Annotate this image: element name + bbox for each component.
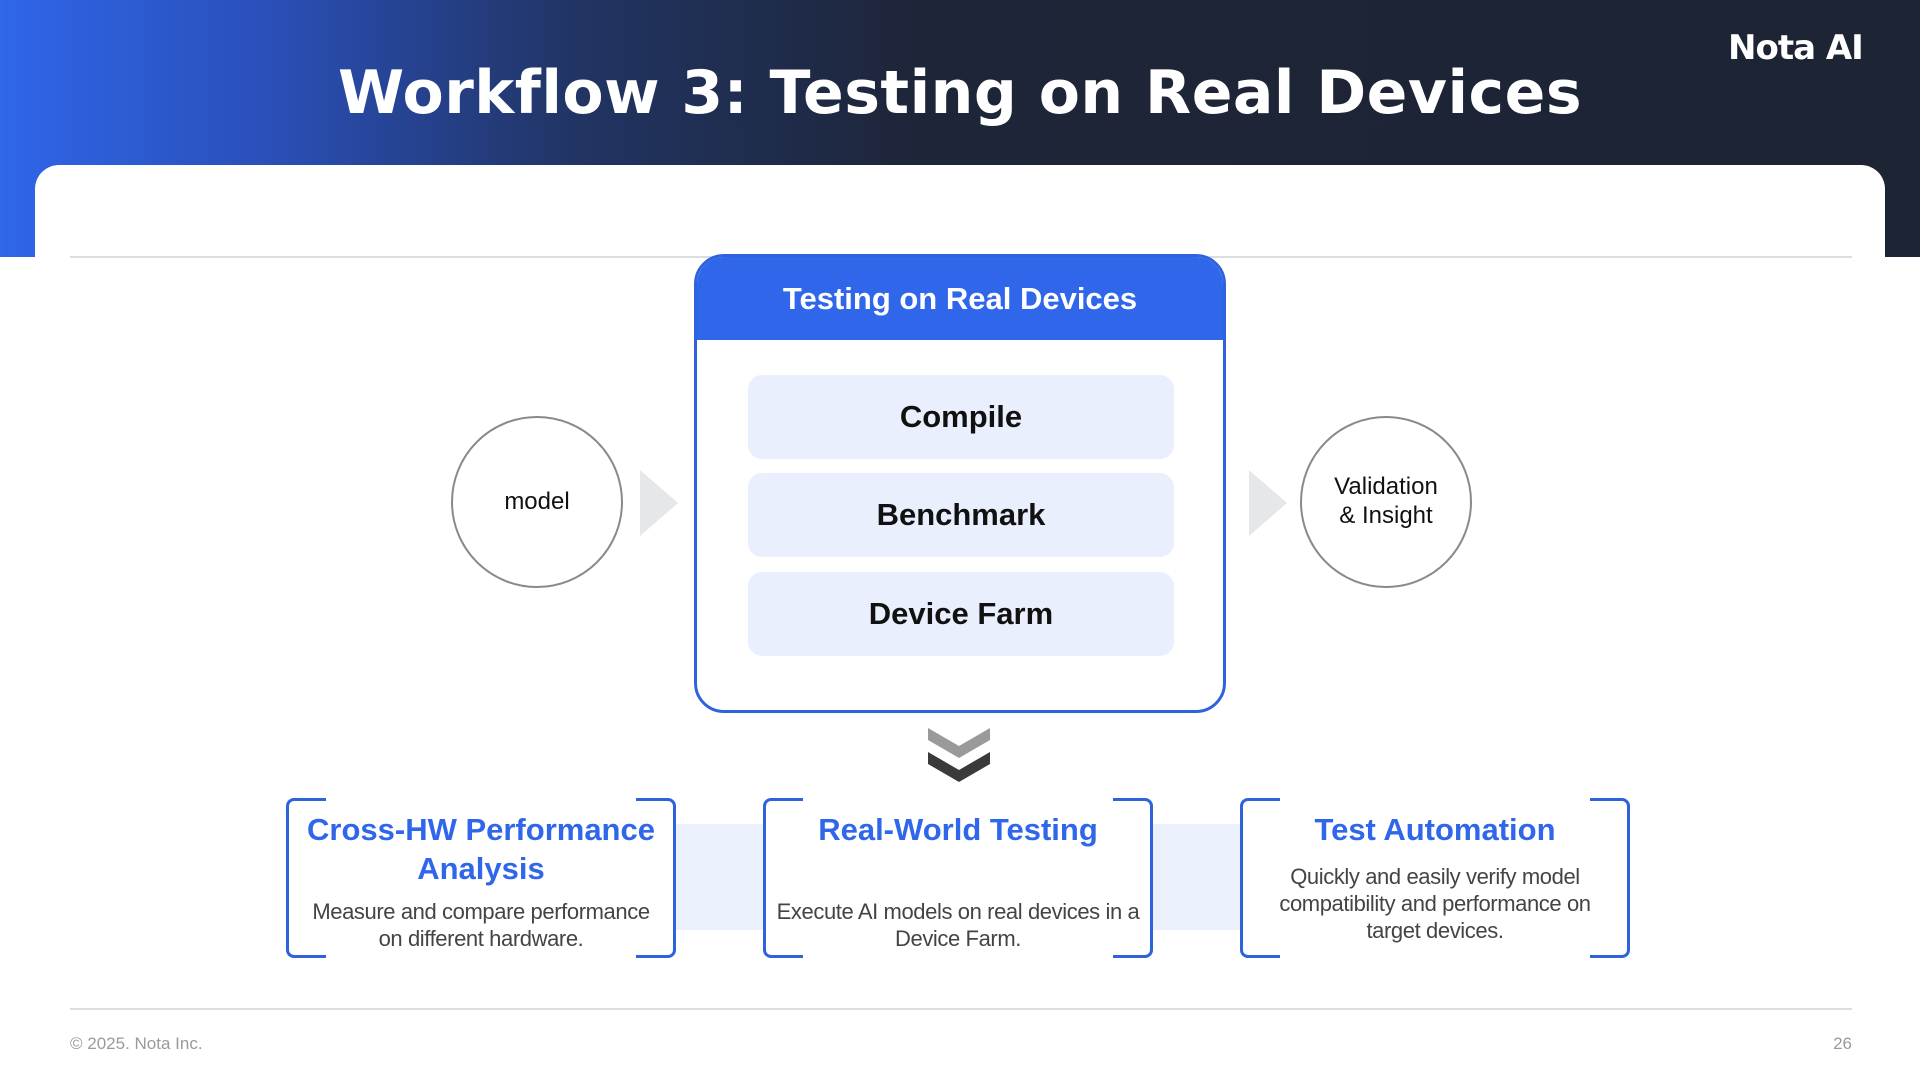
logo-text-ai: AI xyxy=(1815,28,1864,68)
nota-ai-logo: Nota AI xyxy=(1728,28,1864,68)
feature-card-cross-hw: Cross-HW Performance Analysis Measure an… xyxy=(286,798,676,958)
logo-text-nota: Nota xyxy=(1728,28,1816,68)
input-node-model: model xyxy=(451,416,623,588)
left-bracket xyxy=(763,798,803,958)
process-box: Testing on Real Devices Compile Benchmar… xyxy=(694,254,1226,713)
feature-description: Execute AI models on real devices in a D… xyxy=(776,899,1140,951)
step-device-farm: Device Farm xyxy=(748,572,1174,656)
page-number: 26 xyxy=(1833,1034,1852,1053)
connector-band xyxy=(1153,824,1243,930)
feature-description: Measure and compare performance on diffe… xyxy=(312,899,650,951)
footer-copyright: © 2025. Nota Inc. xyxy=(70,1034,203,1053)
process-header: Testing on Real Devices xyxy=(697,257,1223,340)
feature-card-test-automation: Test Automation Quickly and easily verif… xyxy=(1240,798,1630,958)
feature-card-real-world: Real-World Testing Execute AI models on … xyxy=(763,798,1153,958)
feature-description: Quickly and easily verify model compatib… xyxy=(1279,864,1591,943)
feature-title: Cross-HW Performance Analysis xyxy=(307,812,655,886)
right-arrow-icon xyxy=(1249,470,1287,536)
step-benchmark: Benchmark xyxy=(748,473,1174,557)
left-bracket xyxy=(286,798,326,958)
left-bracket xyxy=(1240,798,1280,958)
feature-title: Real-World Testing xyxy=(818,812,1098,847)
step-compile: Compile xyxy=(748,375,1174,459)
bottom-divider xyxy=(70,1008,1852,1010)
right-bracket xyxy=(1590,798,1630,958)
right-arrow-icon xyxy=(640,470,678,536)
page-title: Workflow 3: Testing on Real Devices xyxy=(337,58,1583,128)
feature-title: Test Automation xyxy=(1314,812,1556,847)
right-bracket xyxy=(636,798,676,958)
connector-band xyxy=(676,824,766,930)
right-bracket xyxy=(1113,798,1153,958)
double-chevron-down-icon xyxy=(928,728,990,782)
output-node-validation: Validation & Insight xyxy=(1300,416,1472,588)
